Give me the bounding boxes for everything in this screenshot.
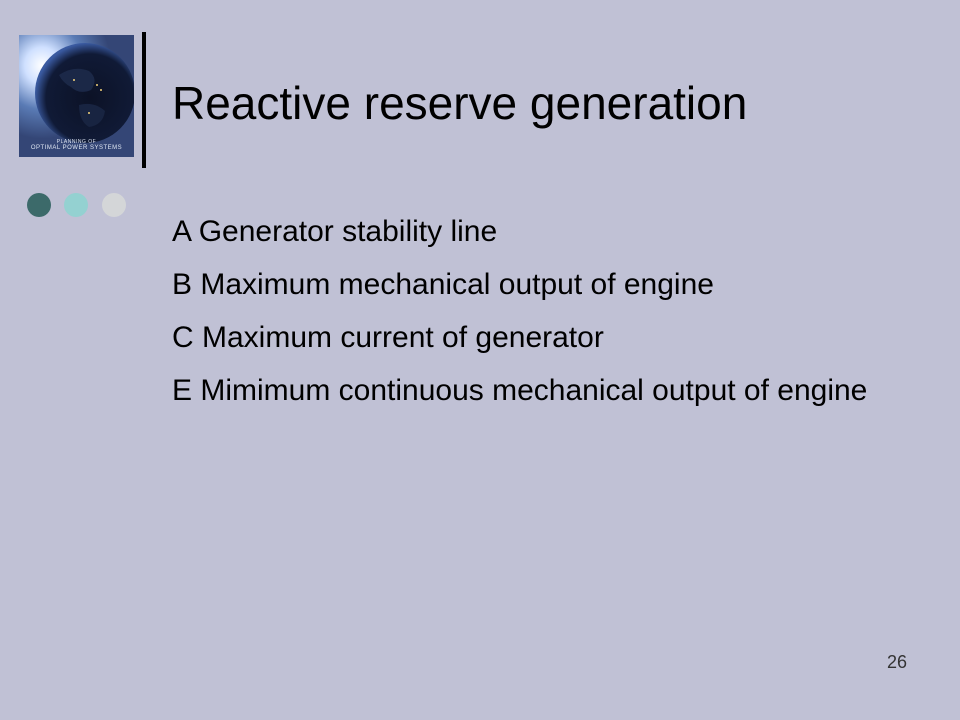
bullet-item-e: E Mimimum continuous mechanical output o… [172, 374, 868, 407]
bullet-list: A Generator stability line B Maximum mec… [172, 213, 932, 425]
logo-globe-image: PLANNING OF OPTIMAL POWER SYSTEMS [19, 35, 134, 157]
decorative-dot-teal [64, 193, 88, 217]
page-number: 26 [887, 652, 908, 672]
decorative-dot-light [102, 193, 126, 217]
bullet-item-c: C Maximum current of generator [172, 321, 604, 354]
bullet-item-b: B Maximum mechanical output of engine [172, 268, 714, 301]
globe-icon [19, 35, 134, 157]
logo-text-line2: OPTIMAL POWER SYSTEMS [30, 145, 123, 151]
title-divider-line [142, 32, 146, 168]
logo-text-line1: PLANNING OF [56, 139, 97, 145]
decorative-dot-dark [27, 193, 51, 217]
slide-title: Reactive reserve generation [172, 77, 748, 129]
bullet-item-a: A Generator stability line [172, 215, 498, 248]
